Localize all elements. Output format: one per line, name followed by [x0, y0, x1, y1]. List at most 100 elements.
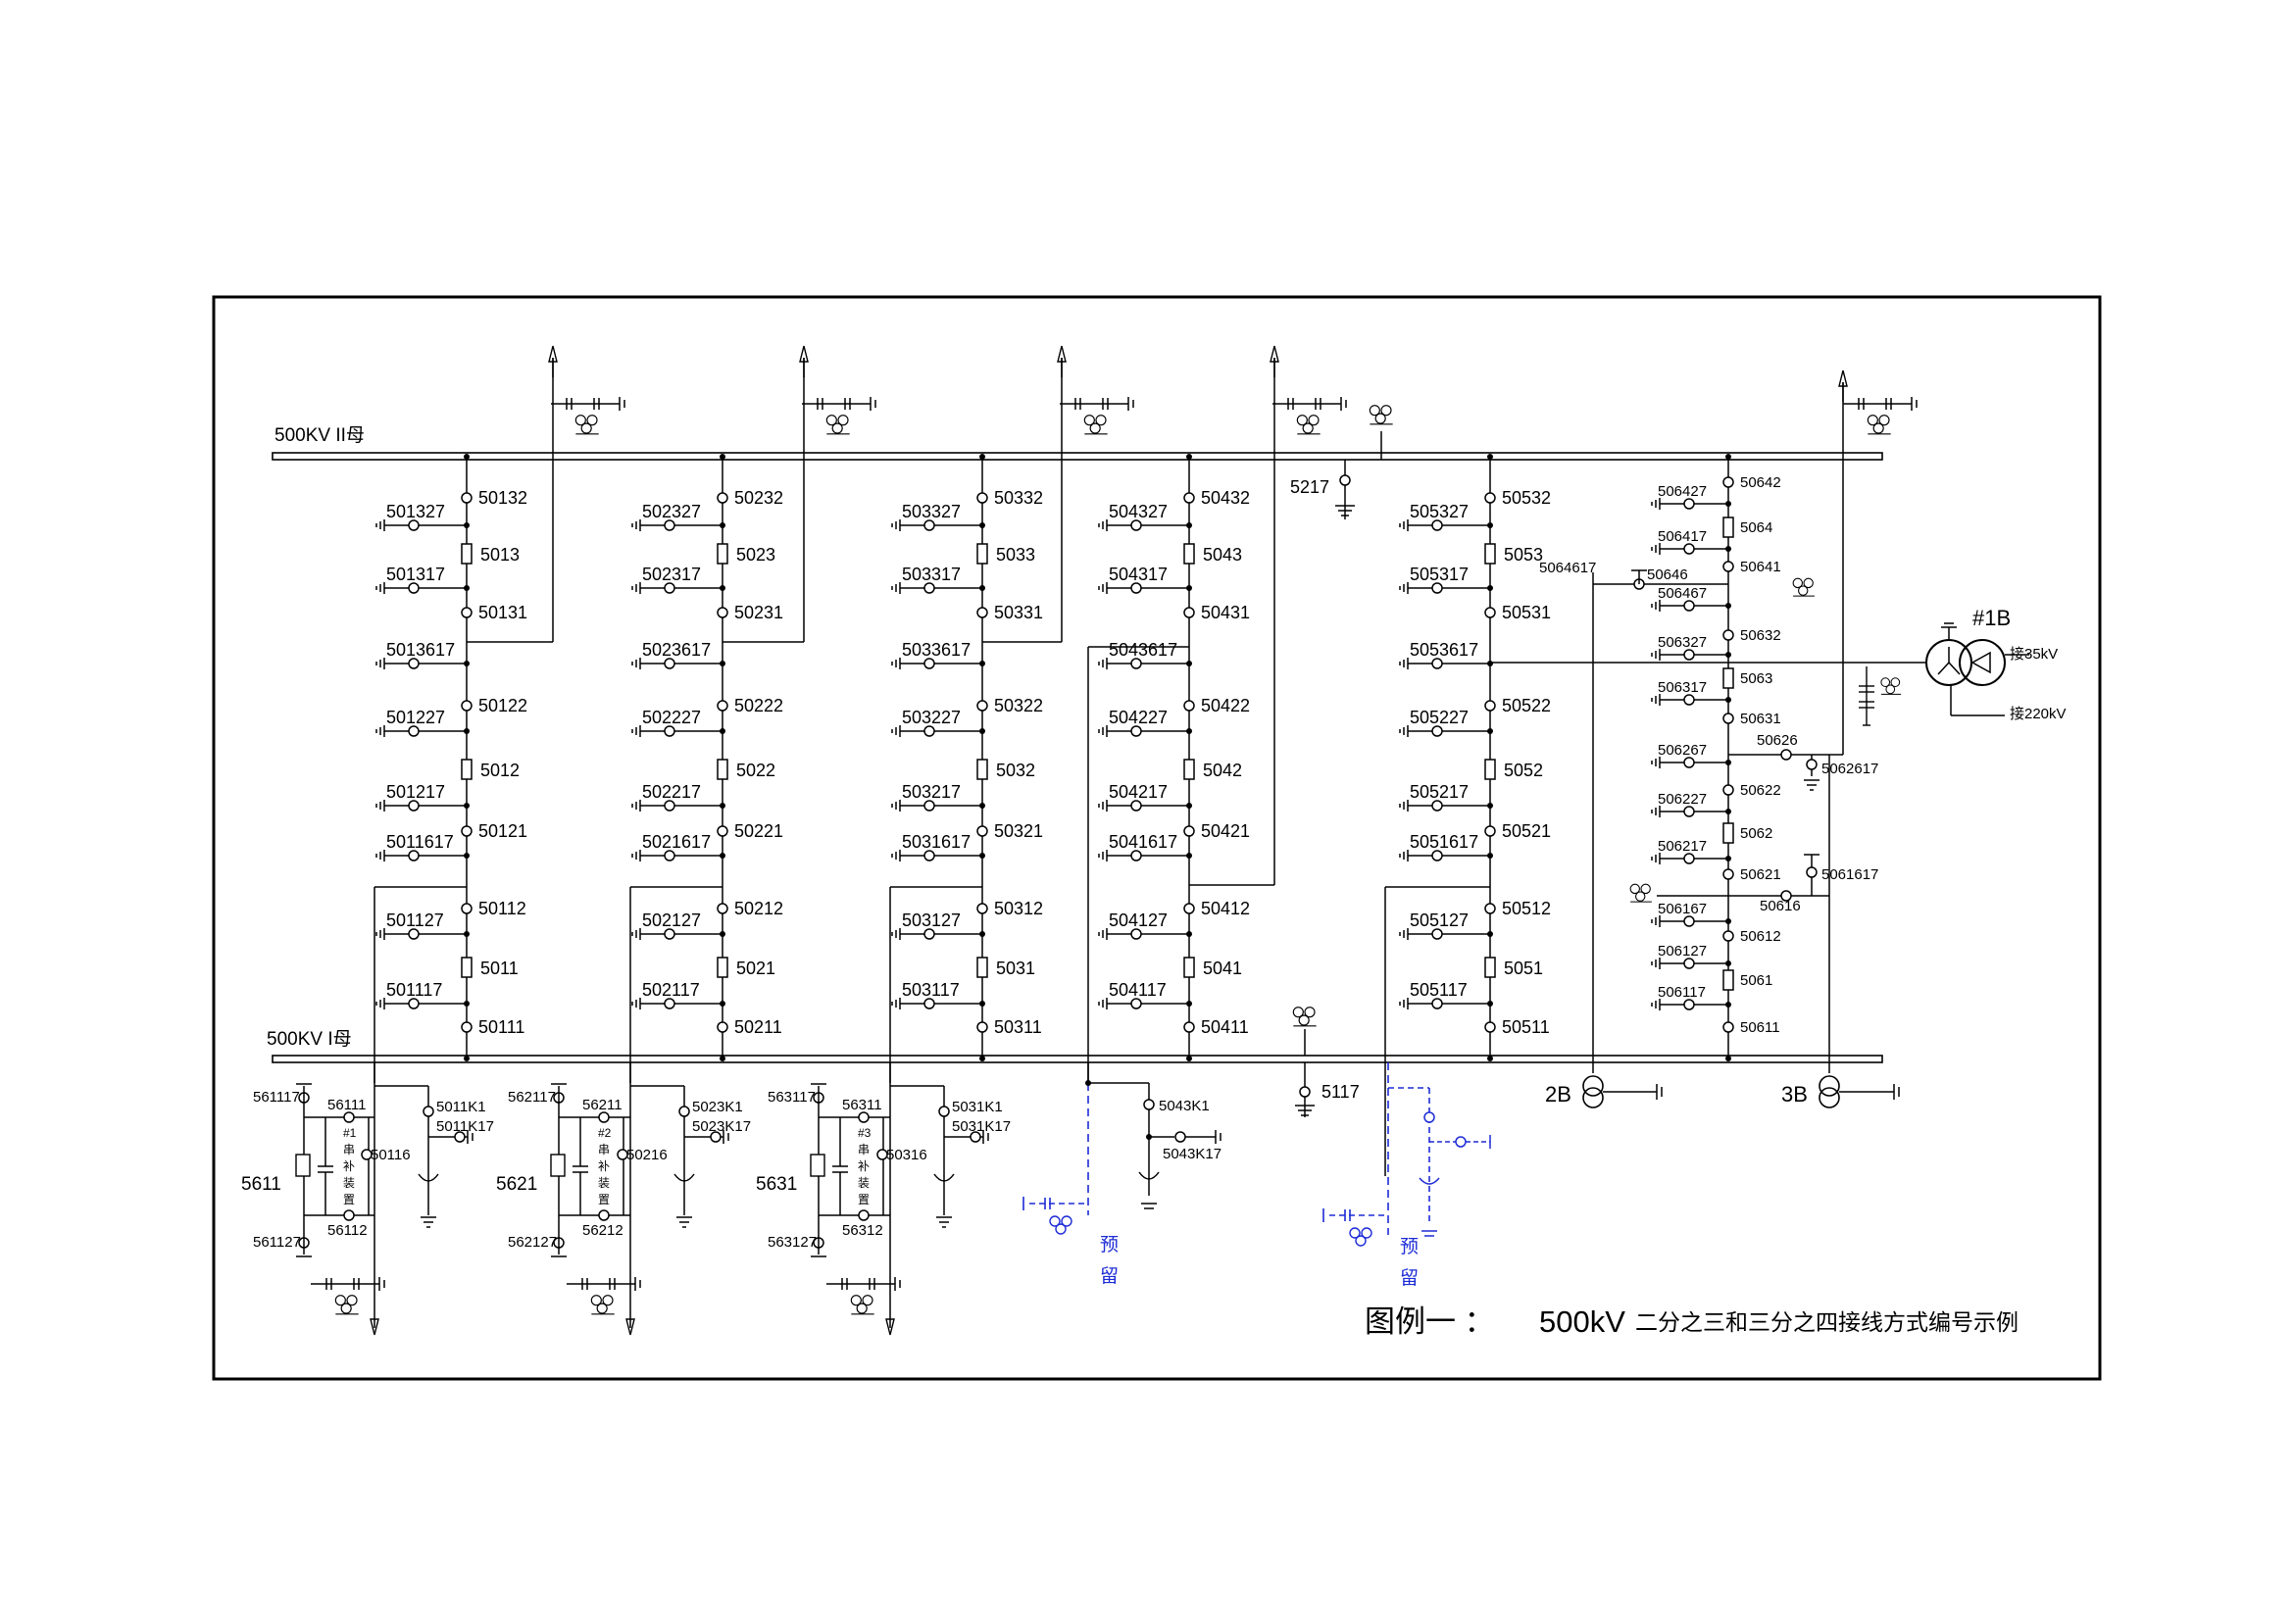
label-502117: 502117: [642, 980, 700, 1000]
label-504327: 504327: [1109, 502, 1168, 521]
breaker: [976, 957, 988, 978]
earthing-506467: [1651, 600, 1731, 612]
breaker: [1722, 517, 1734, 538]
line-exit-arrow: [1057, 345, 1067, 377]
junction-dot: [1487, 454, 1493, 460]
breaker: [717, 759, 728, 780]
t2-label: 2B: [1545, 1082, 1571, 1107]
disconnector: [343, 1209, 355, 1221]
label-505217: 505217: [1410, 782, 1469, 802]
disconnector: [1722, 1021, 1734, 1033]
earthing-switch: [923, 582, 935, 594]
label-505227: 505227: [1410, 708, 1469, 727]
label-506227: 506227: [1658, 791, 1707, 808]
earthing-switch: [1683, 694, 1695, 706]
earthing-switch: [1431, 850, 1443, 861]
label-50211: 50211: [734, 1017, 782, 1037]
junction-dot: [1725, 960, 1731, 966]
earthing-switch: [1683, 757, 1695, 768]
bus-i: 500KV I母: [267, 1029, 1883, 1063]
earthing-switch: [970, 1131, 981, 1143]
label-5064: 5064: [1740, 519, 1772, 536]
label-506117: 506117: [1658, 984, 1706, 1001]
transformer-2b: 2B: [1545, 572, 1663, 1108]
breaker: [1484, 543, 1496, 565]
label-50111: 50111: [478, 1017, 524, 1037]
label-50232: 50232: [734, 488, 783, 508]
junction-dot: [1487, 1001, 1493, 1007]
earthing-switch: [1683, 915, 1695, 927]
title-prefix: 图例一 ：: [1365, 1304, 1495, 1339]
earthing-503217: [891, 800, 985, 812]
label-5061: 5061: [1740, 972, 1772, 989]
reserved-2-char-2: 留: [1400, 1267, 1419, 1289]
ct-symbol: [590, 1295, 616, 1315]
label-506427: 506427: [1658, 483, 1707, 500]
disconnector: [1484, 903, 1496, 914]
label-504227: 504227: [1109, 708, 1168, 727]
earthing-506427: [1651, 498, 1731, 510]
earthing-503227: [891, 725, 985, 737]
earthing-switch: [1130, 519, 1142, 531]
label-5041: 5041: [1203, 959, 1242, 978]
label-50511: 50511: [1502, 1017, 1550, 1037]
breaker: [461, 759, 473, 780]
earthing-5033617: [891, 658, 985, 669]
label-5062617: 5062617: [1821, 761, 1878, 777]
disconnector: [976, 700, 988, 712]
label-50631: 50631: [1740, 711, 1781, 727]
label-5041617: 5041617: [1109, 832, 1177, 852]
ct-symbol: [825, 415, 851, 435]
disconnector: [1722, 629, 1734, 641]
label-5022: 5022: [736, 761, 775, 780]
junction-dot: [979, 522, 985, 528]
label-503227: 503227: [902, 708, 961, 727]
ct-symbol: [1296, 415, 1321, 435]
string-5: 5053250535053150522505250521505125051505…: [1384, 454, 1551, 1176]
junction-dot: [1725, 1002, 1731, 1008]
label-50212: 50212: [734, 899, 783, 918]
label-5062: 5062: [1740, 825, 1772, 842]
breaker: [461, 543, 473, 565]
junction-dot: [1725, 697, 1731, 703]
disconnector: [1183, 825, 1195, 837]
earthing-switch: [1806, 759, 1818, 770]
line-exit-arrow: [799, 345, 809, 377]
disconnector: [598, 1209, 610, 1221]
earthing-504317: [1098, 582, 1192, 594]
earthing-505317: [1399, 582, 1493, 594]
earthing-switch: [923, 725, 935, 737]
junction-dot: [464, 522, 470, 528]
junction-dot: [720, 1056, 725, 1061]
label-5611: 5611: [241, 1174, 281, 1195]
surge-arrester: [933, 1173, 955, 1182]
device-char: #1: [343, 1126, 357, 1140]
label-562117: 562117: [508, 1089, 556, 1106]
label-5052: 5052: [1504, 761, 1543, 780]
breaker: [717, 957, 728, 978]
earthing-switch: [1130, 582, 1142, 594]
earthing-505127: [1399, 928, 1493, 940]
device-char: 串: [598, 1143, 610, 1156]
junction-dot: [979, 853, 985, 859]
label-501217: 501217: [386, 782, 445, 802]
title-desc: 二分之三和三分之四接线方式编号示例: [1635, 1309, 2019, 1335]
earthing-503117: [891, 998, 985, 1009]
junction-dot: [720, 803, 725, 809]
disconnector: [1722, 476, 1734, 488]
line-exit-arrow: [1838, 369, 1848, 402]
t1-35kv-label: 接35kV: [2010, 646, 2058, 663]
label-501327: 501327: [386, 502, 445, 521]
earthing-switch: [1431, 725, 1443, 737]
junction-dot: [979, 585, 985, 591]
label-50231: 50231: [734, 603, 783, 622]
label-50422: 50422: [1201, 696, 1250, 715]
earthing-503127: [891, 928, 985, 940]
junction-dot: [1186, 728, 1192, 734]
earthing-5021617: [631, 850, 725, 861]
label-5021617: 5021617: [642, 832, 711, 852]
junction-dot: [1487, 585, 1493, 591]
ct-symbol: [1792, 577, 1816, 597]
junction-dot: [464, 1056, 470, 1061]
